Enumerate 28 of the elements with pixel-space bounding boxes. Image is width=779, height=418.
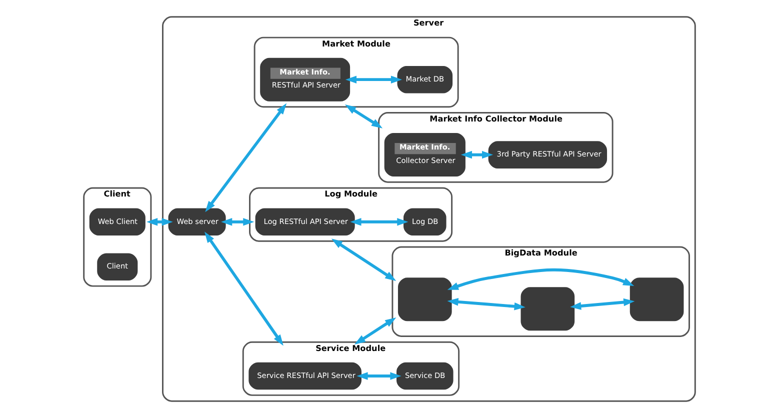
node-box: Log DB xyxy=(404,208,446,236)
node-box: Market Info. Collector Server xyxy=(384,133,466,177)
arrow xyxy=(331,238,396,282)
arrow xyxy=(447,268,634,290)
node-box xyxy=(398,278,452,322)
node-box: Web Client xyxy=(89,208,146,236)
node-box: Service DB xyxy=(396,362,454,390)
node-box: Web server xyxy=(168,208,226,236)
arrow xyxy=(460,150,494,159)
arrow xyxy=(570,298,635,310)
node-box: Client xyxy=(97,253,138,281)
cluster: BigData Module xyxy=(392,246,690,337)
node-box: 3rd Party RESTful API Server xyxy=(488,141,608,168)
node-box: Log RESTful API Server xyxy=(255,208,355,236)
arrow xyxy=(356,372,402,380)
node-box: Service RESTful API Server xyxy=(248,362,362,390)
arrow xyxy=(204,232,284,346)
arrow xyxy=(345,76,402,84)
arrow xyxy=(221,218,254,226)
node-box xyxy=(630,278,684,322)
node-box: Market Info. RESTful API Server xyxy=(260,58,350,102)
node-box: Market DB xyxy=(397,66,453,94)
arrow xyxy=(447,298,526,310)
arrow xyxy=(354,317,396,345)
arrow xyxy=(350,218,408,226)
node-box xyxy=(520,287,575,331)
arrow xyxy=(344,104,383,128)
arrow xyxy=(205,103,287,212)
